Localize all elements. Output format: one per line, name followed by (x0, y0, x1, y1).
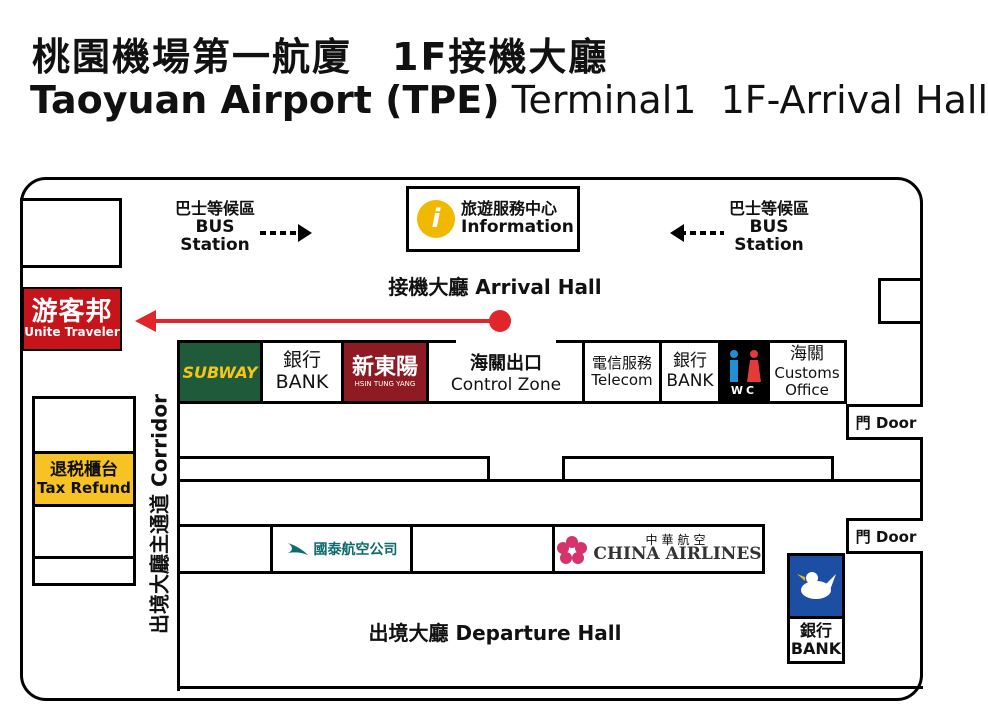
bus-station-right-en2: Station (734, 235, 804, 256)
corridor-top-wall (177, 401, 845, 404)
telecom-zh: 電信服務 (591, 353, 652, 372)
corridor-mid-wall (177, 479, 923, 482)
bank-left-en: BANK (275, 371, 329, 393)
bus-arrow-right-icon (260, 224, 312, 242)
china-airlines-counter[interactable]: 中華航空 CHINA AIRLINES (555, 527, 762, 571)
control-zone-wall-left (426, 340, 456, 343)
bus-arrow-left-icon (670, 224, 724, 242)
unite-traveler-counter[interactable]: 游客邦 Unite Traveler (22, 287, 122, 351)
bus-station-right-en1: BUS (749, 216, 789, 237)
tax-refund-en: Tax Refund (37, 479, 131, 498)
hsin-tung-yang-zh: 新東陽 (351, 354, 418, 380)
door-upper-label: 門 Door (855, 413, 917, 432)
door-lower[interactable]: 門 Door (846, 518, 923, 554)
bank-logo-panel (787, 553, 845, 619)
tax-refund-zh: 退税櫃台 (50, 459, 118, 480)
departure-hall-bottom-wall (177, 686, 923, 689)
departure-hall-label: 出境大廳 Departure Hall (368, 621, 622, 645)
airline-counters-row (177, 524, 765, 574)
bus-station-left-en2: Station (180, 235, 250, 256)
bank-bottom-en: BANK (790, 639, 842, 658)
tax-block-divider-3 (32, 556, 136, 559)
telecom-en: Telecom (591, 371, 653, 389)
direction-arrow-to-unite-traveler (135, 310, 511, 332)
bus-station-left: 巴士等候區 BUS Station (160, 200, 270, 255)
tax-block-divider-1 (32, 451, 136, 454)
bank-left-zh: 銀行 (282, 349, 321, 372)
hsin-tung-yang-shop[interactable]: 新東陽 HSIN TUNG YANG (341, 340, 429, 404)
corridor-label: 出境大廳主通道 Corridor (147, 394, 172, 634)
bus-station-right: 巴士等候區 BUS Station (714, 200, 824, 255)
bank-right-zh: 銀行 (673, 351, 707, 372)
bank-bottom[interactable]: 銀行 BANK (787, 616, 845, 664)
customs-en2: Office (785, 380, 829, 399)
bus-station-left-zh: 巴士等候區 (174, 199, 255, 218)
customs-zh: 海關 (790, 343, 824, 364)
info-icon: i (417, 200, 455, 238)
china-airlines-en: CHINA AIRLINES (593, 544, 762, 565)
subway-shop[interactable]: SUBWAY (177, 340, 263, 404)
cathay-brushwing-icon (287, 543, 308, 555)
unite-traveler-label: Unite Traveler (24, 324, 120, 339)
cathay-label: 國泰航空公司 (313, 542, 398, 558)
bus-station-left-en1: BUS (195, 216, 235, 237)
tax-block-divider-2 (32, 504, 136, 507)
page-title-chinese: 桃園機場第一航廈 1F接機大廳 (32, 35, 609, 79)
counter-divider-2 (410, 524, 413, 574)
customs-en1: Customs (774, 363, 840, 382)
corridor-label-container: 出境大廳主通道 Corridor (144, 378, 172, 650)
page-title-english: Taoyuan Airport (TPE) Terminal1 1F-Arriv… (30, 78, 988, 122)
restroom-label: WC (730, 384, 758, 397)
unite-traveler-logo-text: 游客邦 (31, 296, 113, 327)
bank-right[interactable]: 銀行 BANK (659, 340, 721, 404)
control-zone-en: Control Zone (450, 374, 562, 395)
telecom-service[interactable]: 電信服務 Telecom (582, 340, 662, 404)
door-upper[interactable]: 門 Door (846, 404, 923, 440)
corridor-block-right (562, 456, 834, 482)
information-center[interactable]: i 旅遊服務中心 Information (406, 186, 580, 252)
customs-office[interactable]: 海關 Customs Office (767, 340, 847, 404)
info-label-zh: 旅遊服務中心 (461, 199, 558, 219)
door-lower-label: 門 Door (855, 527, 917, 546)
control-zone: 海關出口 Control Zone (436, 354, 576, 394)
subway-logo-text: SUBWAY (182, 362, 258, 382)
tax-refund-counter[interactable]: 退税櫃台 Tax Refund (35, 454, 133, 504)
china-airlines-zh: 中華航空 (645, 532, 710, 547)
counter-divider-1 (270, 524, 273, 574)
restroom-people-icon (730, 350, 761, 382)
hsin-tung-yang-en: HSIN TUNG YANG (354, 380, 416, 388)
bus-station-right-zh: 巴士等候區 (728, 199, 809, 218)
bank-right-en: BANK (666, 371, 714, 391)
right-small-room (878, 278, 923, 324)
title-terminal-hall: Terminal1 1F-Arrival Hall (499, 78, 988, 122)
left-top-room (20, 198, 122, 268)
counter-divider-3 (552, 524, 555, 574)
bank-left[interactable]: 銀行 BANK (260, 340, 344, 404)
bank-bottom-zh: 銀行 (799, 620, 832, 640)
title-airport-name: Taoyuan Airport (TPE) (30, 78, 500, 122)
bird-logo-icon (797, 572, 836, 599)
control-zone-wall-right (556, 340, 586, 343)
info-label-en: Information (461, 217, 574, 238)
restroom[interactable]: WC (718, 340, 770, 404)
control-zone-zh: 海關出口 (470, 353, 542, 374)
plum-blossom-icon (557, 536, 588, 564)
arrival-hall-label: 接機大廳 Arrival Hall (388, 275, 602, 299)
corridor-block-left (177, 456, 490, 482)
cathay-pacific-counter[interactable]: 國泰航空公司 (273, 527, 410, 571)
